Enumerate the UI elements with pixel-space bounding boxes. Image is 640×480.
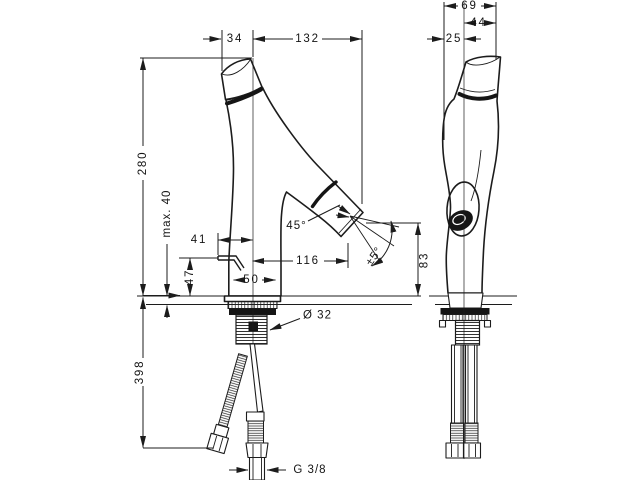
side-mounting-shank	[438, 292, 492, 346]
side-braid-left	[450, 422, 464, 444]
front-view	[206, 58, 364, 480]
side-nut-left	[445, 442, 465, 459]
dim-44-label: 44	[470, 17, 486, 29]
dim-max40: max. 40	[161, 190, 173, 318]
front-escutcheon-plate	[223, 295, 282, 303]
side-handle-top-face	[465, 56, 501, 66]
front-hose-collar	[245, 411, 265, 422]
front-connector-pipe	[248, 456, 266, 480]
dim-280: 280	[137, 57, 252, 299]
front-hose-tube	[249, 343, 264, 413]
dim-398-label: 398	[134, 360, 146, 385]
dim-dia32: Ø 32	[269, 310, 332, 331]
dim-41-47: 41 47	[179, 233, 253, 296]
front-handle	[220, 58, 263, 101]
front-angled-hose-braid	[217, 353, 248, 428]
front-mounting-shank	[223, 295, 282, 345]
dim-g38: G 3/8	[229, 464, 326, 476]
side-knurled-ring	[442, 314, 488, 321]
dim-pm5deg-label: ±5°	[364, 245, 385, 269]
dim-116: 116	[252, 243, 349, 268]
dim-47-label: 47	[184, 269, 196, 285]
front-handle-top-face	[221, 59, 251, 76]
front-angled-hose	[206, 353, 248, 455]
side-view	[438, 2, 502, 459]
front-hose-braid	[247, 420, 264, 444]
front-spout-band	[310, 180, 338, 209]
dim-45deg-label: 45°	[286, 220, 306, 232]
side-nut-right	[462, 442, 482, 459]
dim-34-132: 34 132	[203, 30, 363, 204]
dim-398: 398	[134, 297, 213, 449]
side-aerator-ring	[452, 213, 466, 226]
dim-69-label: 69	[461, 0, 477, 12]
dim-g38-label: G 3/8	[293, 464, 326, 476]
side-handle-joint-band	[457, 92, 498, 101]
dim-116-label: 116	[296, 255, 320, 267]
side-outlet-oval	[446, 181, 480, 237]
front-hose-nut	[245, 442, 269, 459]
dimension-annotations: 34 132 69 44 25 280 max.	[134, 0, 497, 476]
dim-dia32-label: Ø 32	[303, 310, 332, 322]
side-aerator-dark	[448, 210, 473, 231]
dim-69-44-25: 69 44 25	[427, 0, 497, 140]
side-faucet-body	[441, 55, 502, 294]
dim-280-label: 280	[137, 151, 149, 176]
dim-83-label: 83	[419, 252, 431, 268]
dim-34-label: 34	[227, 33, 243, 45]
front-straight-hose	[245, 343, 269, 480]
front-faucet-body	[225, 86, 364, 297]
dim-max40-label: max. 40	[161, 190, 173, 238]
dim-50: 50	[233, 274, 276, 286]
side-spout-edge-line	[470, 149, 482, 202]
dim-25-label: 25	[446, 33, 462, 45]
dim-50-label: 50	[243, 274, 259, 286]
dim-41-label: 41	[191, 234, 207, 246]
side-spout-outlet	[446, 181, 480, 237]
front-knurled-ring	[227, 301, 278, 309]
side-braid-right	[464, 422, 479, 444]
front-handle-joint-band	[225, 87, 263, 106]
side-base-taper	[447, 292, 484, 309]
side-handle-joint-line	[459, 87, 496, 93]
side-escutcheon-dark	[440, 308, 490, 315]
side-tab-left	[438, 319, 447, 328]
side-hose-right	[464, 344, 478, 424]
side-threaded-shank	[454, 319, 481, 346]
front-aerator-face-line	[338, 208, 362, 234]
dim-132-label: 132	[295, 33, 320, 45]
front-seal-ring	[229, 308, 276, 315]
side-tab-right	[483, 319, 492, 328]
side-supply-hoses	[445, 344, 482, 459]
